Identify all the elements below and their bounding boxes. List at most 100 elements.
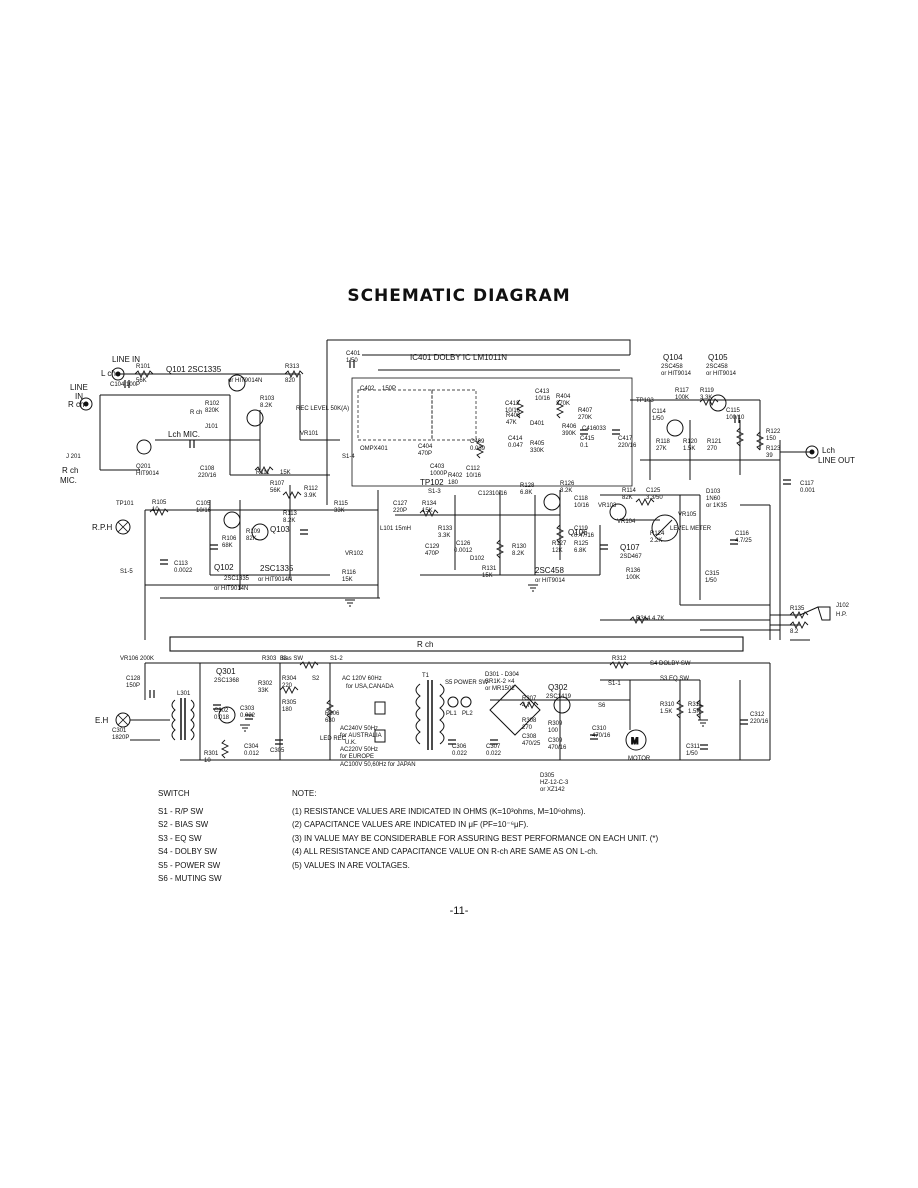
label-c304: C304 (244, 744, 259, 750)
label-ompx: OMPX401 (360, 446, 388, 452)
notes-legend: NOTE: (1) RESISTANCE VALUES ARE INDICATE… (292, 787, 658, 872)
label-d305: D305 (540, 773, 555, 779)
label-r120: R120 (683, 439, 698, 445)
label-q105b: 2SC458 (706, 364, 728, 370)
label-r308v: 270 (522, 725, 533, 731)
label-r112: R112 (304, 486, 319, 492)
label-c304v: 0.012 (244, 751, 260, 757)
label-r304: R304 (282, 676, 297, 682)
label-c303v: 0.022 (240, 713, 256, 719)
label-c301: C301 (112, 728, 127, 734)
label-c416: C416 (582, 426, 597, 432)
label-r302v: 33K (258, 688, 269, 694)
label-eh: E.H (95, 716, 109, 725)
label-c123v: 10/16 (492, 491, 508, 497)
label-r117: R117 (675, 388, 690, 394)
label-r306: R306 (325, 711, 340, 717)
label-r403v: 47K (506, 420, 517, 426)
label-q302: Q302 (548, 683, 568, 692)
label-q102c: or HIT9014N (214, 586, 248, 592)
label-q102b: 2SC1335 (224, 576, 250, 582)
label-q102: Q102 (214, 563, 234, 572)
label-r133: R133 (438, 526, 453, 532)
note-item: (3) IN VALUE MAY BE CONSIDERABLE FOR ASS… (292, 833, 659, 843)
label-r107: R107 (270, 481, 285, 487)
label-r126: R126 (560, 481, 575, 487)
label-r134: R134 (422, 501, 437, 507)
label-c402: C402 (360, 386, 375, 392)
label-d103c: or 1K35 (706, 503, 728, 509)
label-q101b: or HIT9014N (228, 378, 262, 384)
line-out-jack (805, 445, 819, 459)
label-s14: S1-4 (342, 454, 355, 460)
label-c113: C113 (174, 561, 189, 567)
label-c308: C308 (522, 734, 537, 740)
label-q107: Q107 (620, 543, 640, 552)
label-tp103: TP103 (636, 398, 654, 404)
label-l101: L101 15mH (380, 526, 411, 532)
page-number: -11- (449, 905, 469, 917)
label-c116v: 4.7/25 (735, 538, 752, 544)
pilot-lamp-2-icon (460, 696, 472, 708)
label-q105c: or HIT9014 (706, 371, 737, 377)
label-s11: S1-1 (608, 681, 621, 687)
label-c105: C105 (196, 501, 211, 507)
label-c413v: 10/16 (535, 396, 551, 402)
label-c306: C306 (452, 744, 467, 750)
motor-icon (625, 729, 647, 751)
label-r116: R116 (342, 570, 357, 576)
label-c119: C119 (574, 526, 589, 532)
label-q106b: 2SC458 (535, 566, 564, 575)
label-rch-bar: R ch (417, 640, 433, 649)
label-j102: J102 (836, 603, 850, 609)
label-r131v: 15K (482, 573, 493, 579)
label-r124: R124 (650, 531, 665, 537)
label-c416v: 033 (596, 426, 607, 432)
label-c310: C310 (592, 726, 607, 732)
label-r105: R105 (152, 500, 167, 506)
label-r120v: 1.5K (683, 446, 695, 452)
label-d305b: HZ-12-C-3 (540, 780, 569, 786)
label-r116v: 15K (342, 577, 353, 583)
label-r404: R404 (556, 394, 571, 400)
label-r113v: 8.2K (283, 518, 295, 524)
label-r312: R312 (612, 656, 627, 662)
label-c417v: 220/16 (618, 443, 637, 449)
label-c312: C312 (750, 712, 765, 718)
label-c108v: 220/16 (198, 473, 217, 479)
label-c104: C104 100P (110, 382, 140, 388)
label-r305v: 180 (282, 707, 293, 713)
label-t1: T1 (422, 673, 430, 679)
label-r115v: 33K (334, 508, 345, 514)
label-c412: C412 (505, 401, 520, 407)
label-c302: C302 (214, 708, 229, 714)
ac-plug-icon (374, 701, 386, 715)
switch-item: S2 - BIAS SW (158, 820, 209, 829)
label-r123v: 39 (766, 453, 773, 459)
label-c309: C309 (548, 738, 563, 744)
label-c127: C127 (393, 501, 408, 507)
label-r134v: 15K (422, 508, 433, 514)
label-r123: R123 (766, 446, 781, 452)
label-r301v: 10 (204, 758, 211, 764)
label-c301v: 1820P (112, 735, 129, 741)
label-r107v: 56K (270, 488, 281, 494)
label-r102v: 820K (205, 408, 219, 414)
label-level-meter: LEVEL METER (670, 526, 712, 532)
label-r305: R305 (282, 700, 297, 706)
label-q104b: 2SC458 (661, 364, 683, 370)
label-c303: C303 (240, 706, 255, 712)
label-lch: L ch (101, 369, 116, 378)
label-ic401: IC401 DOLBY IC LM1011N (410, 353, 507, 362)
label-c401v: 1/50 (346, 358, 358, 364)
label-c308v: 470/25 (522, 741, 541, 747)
label-c127v: 220P (393, 508, 407, 514)
label-r126v: 8.2K (560, 488, 572, 494)
svg-text:M: M (631, 736, 639, 746)
note-item: (5) VALUES IN ARE VOLTAGES. (292, 860, 410, 870)
label-r407: R407 (578, 408, 593, 414)
label-r402v: 180 (448, 480, 459, 486)
line-in-jack-l (111, 367, 125, 381)
label-r310v: 1.5K (660, 709, 672, 715)
